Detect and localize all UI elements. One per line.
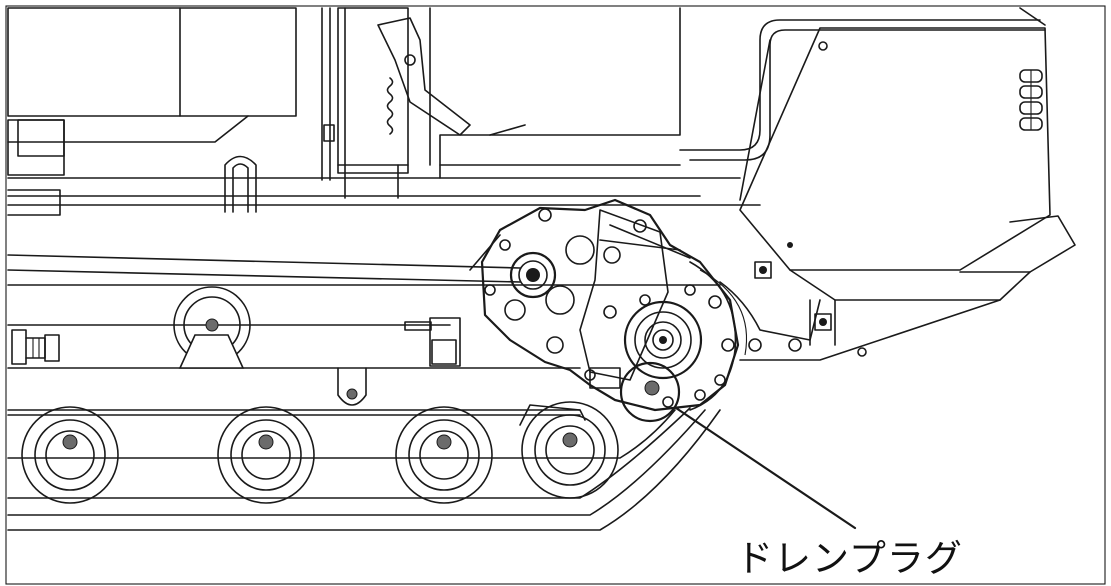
drain-plug-callout bbox=[619, 361, 857, 530]
drain-plug-label: ドレンプラグ bbox=[736, 537, 963, 580]
upper-body bbox=[7, 7, 1076, 361]
track-frame bbox=[7, 254, 721, 531]
drain-plug-highlight-circle bbox=[619, 361, 681, 423]
gearbox-assembly bbox=[469, 198, 748, 412]
drain-plug-marker bbox=[644, 380, 660, 396]
callout-leader-line bbox=[674, 406, 857, 530]
vent-slots bbox=[1019, 69, 1043, 131]
lower-rollers bbox=[21, 401, 619, 504]
drawing-border bbox=[5, 5, 1106, 585]
